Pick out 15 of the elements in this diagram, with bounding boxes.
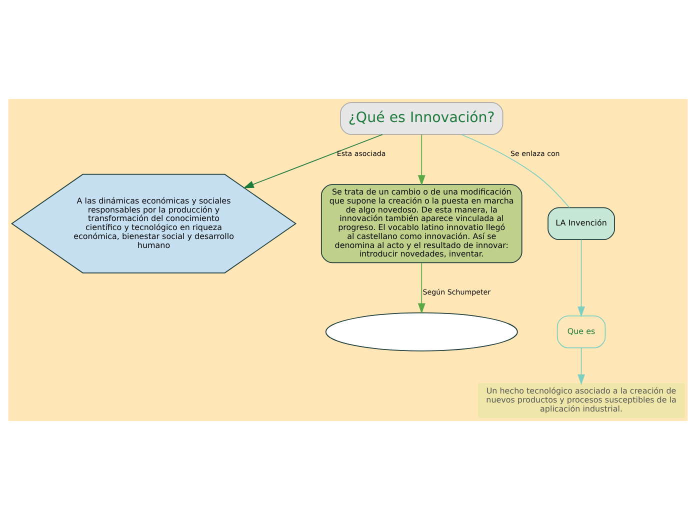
edge-label: Según Schumpeter <box>422 288 491 297</box>
node-ellipse <box>325 312 518 352</box>
edge-label: Esta asociada <box>336 149 386 158</box>
arrow <box>578 239 585 318</box>
node-box: Se trata de un cambio o de una modificación que supone la creación o la puesta en marcha de algo novedoso. De esta manera, la innovación también aparece vinculada al progreso. El vocablo latino innovatio llegó al castellano como innovación. Así se denomina al acto y el resultado de innovar: introducir novedades, inventar. <box>320 184 522 264</box>
arrow <box>243 134 383 188</box>
node-box: ¿Qué es Innovación? <box>340 102 504 135</box>
node-box: LA Invención <box>548 207 615 240</box>
node-box: Que es <box>556 315 606 348</box>
edge-label: Se enlaza con <box>510 149 560 158</box>
connector <box>460 134 570 208</box>
arrow <box>418 262 426 314</box>
arrow <box>418 134 426 186</box>
arrow <box>578 348 585 385</box>
node-box: Un hecho tecnológico asociado a la creación de nuevos productos y procesos susceptibles de la aplicación industrial. <box>478 383 685 418</box>
